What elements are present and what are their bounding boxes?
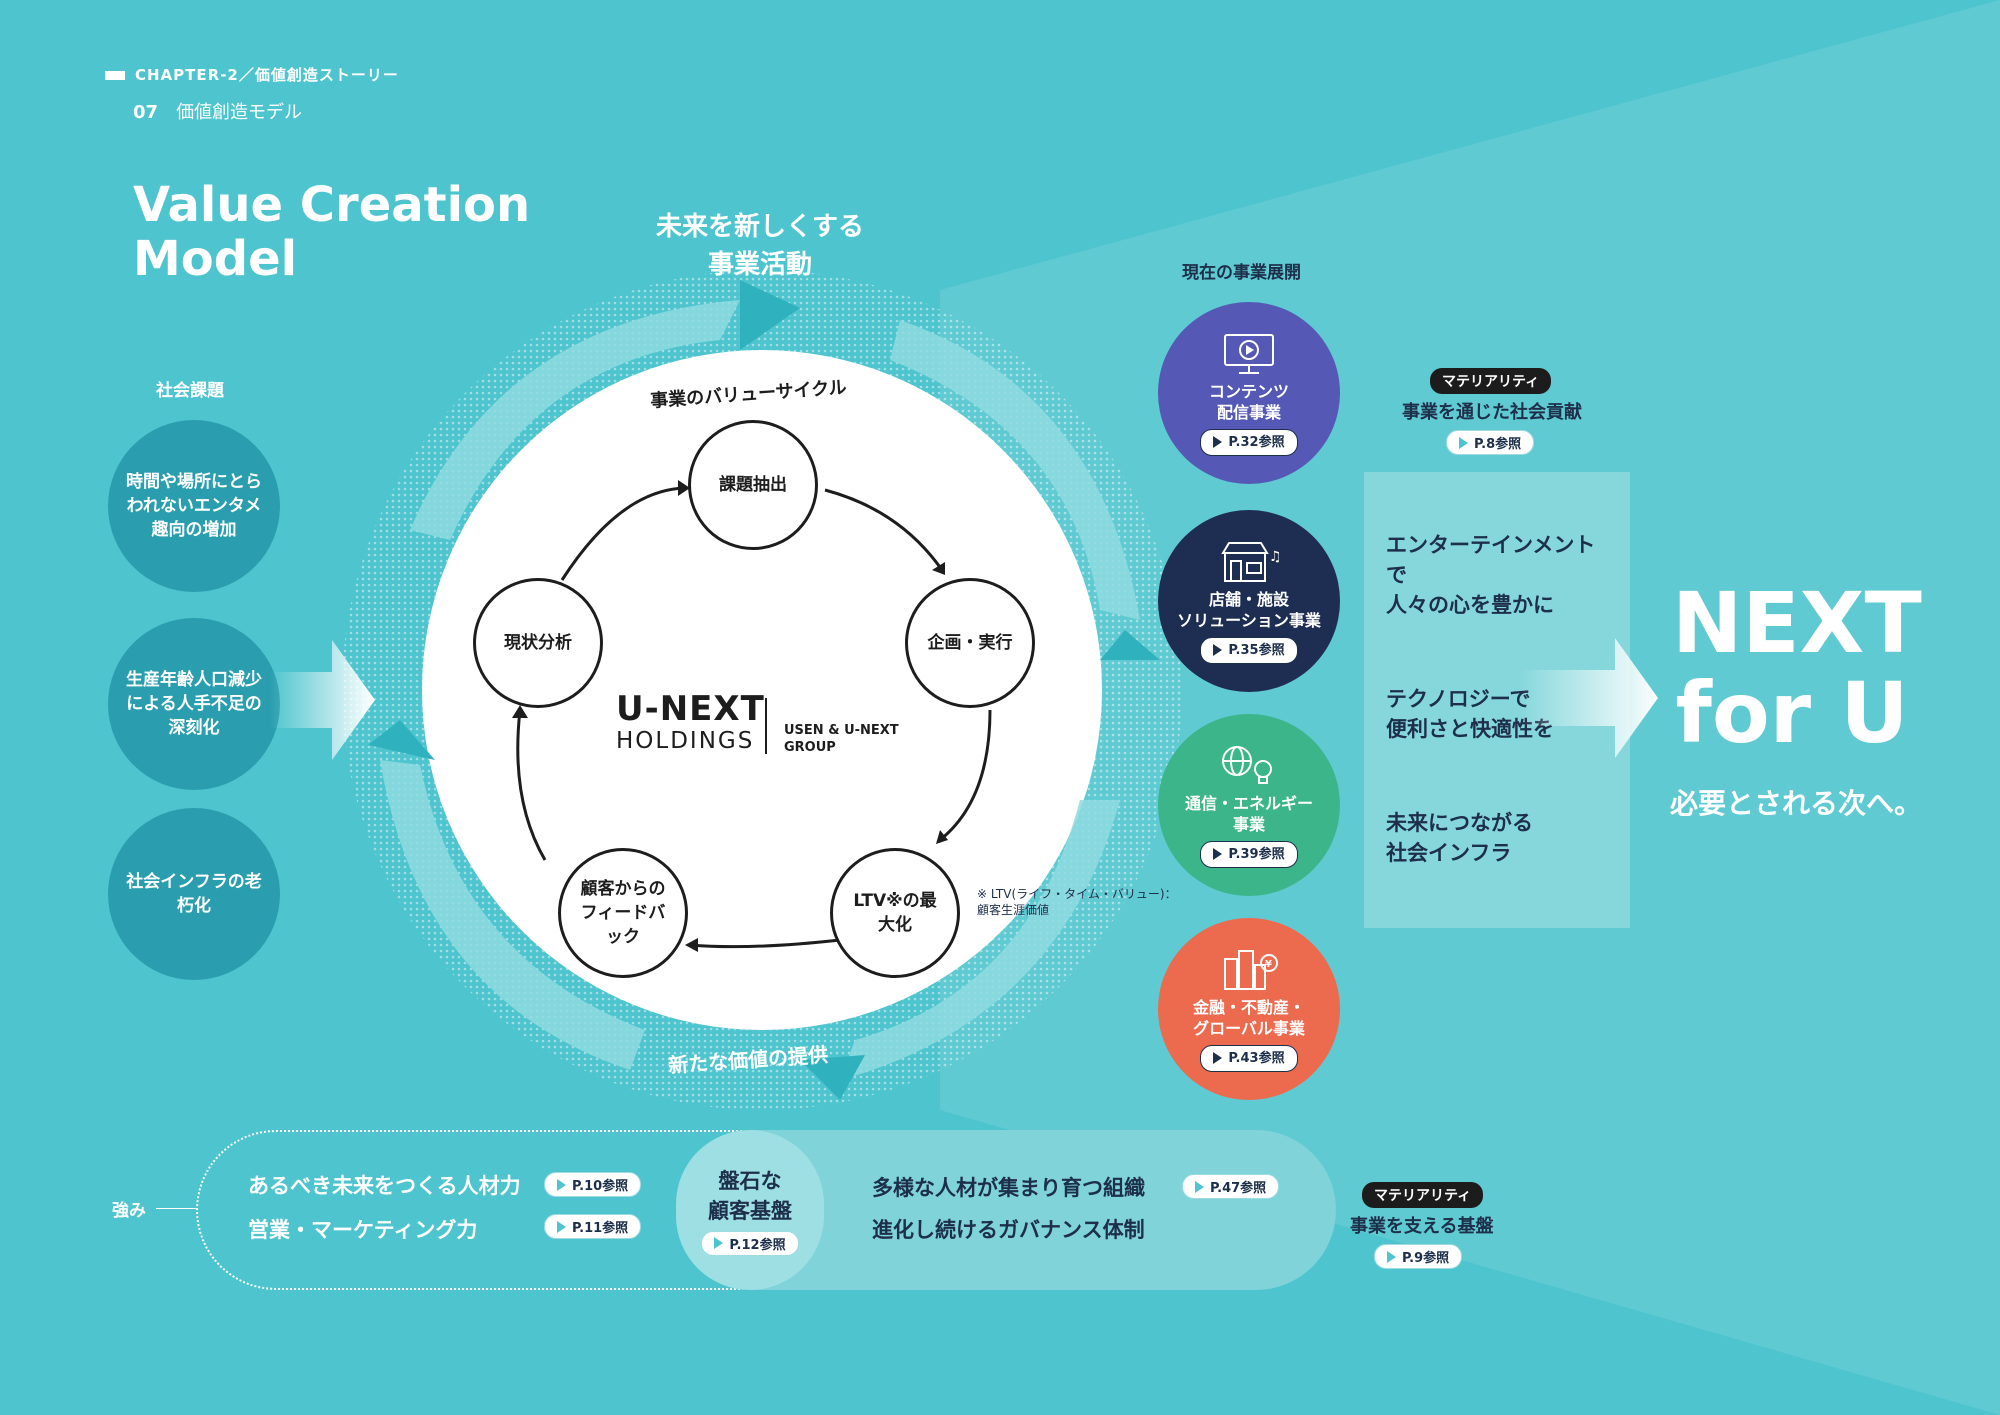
strength-center-ref[interactable]: P.12参照 [701,1230,799,1256]
business-telecom: 通信・エネルギー 事業 P.39参照 [1158,714,1340,896]
business-telecom-ref[interactable]: P.39参照 [1200,840,1298,868]
materiality-text-bottom: 事業を支える基盤 [1350,1216,1494,1237]
social-issues-label: 社会課題 [156,381,224,401]
strengths-label: 強み [112,1201,146,1221]
materiality-text-top: 事業を通じた社会貢献 [1402,402,1582,423]
business-content-ref[interactable]: P.32参照 [1200,428,1298,456]
value-cycle-ring [342,270,1182,1110]
strengths-connector [156,1208,196,1209]
strength-left-1-ref[interactable]: P.10参照 [544,1172,642,1197]
ltv-note: ※ LTV(ライフ・タイム・バリュー)： 顧客生涯価値 [977,887,1177,917]
globe-bulb-icon [1222,745,1272,784]
play-icon [557,1220,566,1233]
vision-item-2: テクノロジーで 便利さと快適性を [1386,687,1554,741]
vision-item-3: 未来につながる 社会インフラ [1386,811,1533,865]
cycle-node-ltv: LTV※の最大化 [830,848,960,978]
logo-divider [765,698,767,754]
city-coin-icon: ¥ [1224,949,1278,990]
section-title: 価値創造モデル [176,102,303,123]
cycle-node-analysis: 現状分析 [473,578,603,708]
play-icon [1213,848,1223,860]
store-music-icon: ♫ [1221,541,1281,582]
play-icon [1213,436,1223,448]
company-logo: U-NEXT [616,689,765,729]
materiality-badge-top: マテリアリティ [1430,368,1552,394]
play-icon [1195,1180,1204,1193]
next-for-u-slogan: NEXT for U [1672,574,1922,762]
business-label: 現在の事業展開 [1182,263,1301,283]
strength-right-1: 多様な人材が集まり育つ組織 [872,1176,1145,1200]
next-subtitle: 必要とされる次へ。 [1670,787,1923,820]
output-arrow-icon [1520,638,1658,758]
section-label: 07 価値創造モデル [133,98,302,124]
social-issue-1: 時間や場所にとらわれないエンタメ趣向の増加 [108,420,280,592]
company-logo-holdings: HOLDINGS [616,728,755,754]
section-number: 07 [133,102,159,123]
cycle-node-planning: 企画・実行 [905,578,1035,708]
chapter-label: CHAPTER-2／価値創造ストーリー [105,64,399,85]
play-icon [714,1237,724,1249]
svg-text:♫: ♫ [1269,549,1281,565]
business-store: ♫ 店舗・施設 ソリューション事業 P.35参照 [1158,510,1340,692]
strength-left-2: 営業・マーケティング力 [248,1218,478,1242]
business-finance: ¥ 金融・不動産・ グローバル事業 P.43参照 [1158,918,1340,1100]
play-icon [1459,436,1468,449]
monitor-play-icon [1224,333,1274,374]
materiality-badge-bottom: マテリアリティ [1362,1182,1484,1208]
social-issue-2: 生産年齢人口減少による人手不足の深刻化 [108,618,280,790]
strength-left-2-ref[interactable]: P.11参照 [544,1214,642,1239]
business-store-ref[interactable]: P.35参照 [1200,636,1298,664]
play-icon [1213,1052,1223,1064]
ring-title: 未来を新しくする 事業活動 [655,212,864,280]
strength-right-1-ref[interactable]: P.47参照 [1182,1174,1280,1199]
social-issue-3: 社会インフラの老朽化 [108,808,280,980]
business-content: コンテンツ 配信事業 P.32参照 [1158,302,1340,484]
materiality-bottom-ref[interactable]: P.9参照 [1374,1244,1463,1269]
play-icon [1387,1250,1396,1263]
chapter-bar [105,71,125,80]
cycle-node-feedback: 顧客からのフィードバック [558,848,688,978]
group-label: USEN & U-NEXT GROUP [784,723,899,755]
strength-right-2: 進化し続けるガバナンス体制 [872,1218,1145,1242]
play-icon [1213,644,1223,656]
page-title: Value Creation Model [133,177,531,287]
svg-text:¥: ¥ [1265,959,1272,970]
play-icon [557,1178,566,1191]
strength-left-1: あるべき未来をつくる人材力 [248,1174,521,1198]
materiality-top-ref[interactable]: P.8参照 [1446,430,1535,455]
business-finance-ref[interactable]: P.43参照 [1200,1044,1298,1072]
vision-item-1: エンターテインメントで 人々の心を豊かに [1386,533,1596,617]
cycle-node-issue-extraction: 課題抽出 [688,420,818,550]
strength-customer-base: 盤石な 顧客基盤 P.12参照 [676,1130,824,1290]
